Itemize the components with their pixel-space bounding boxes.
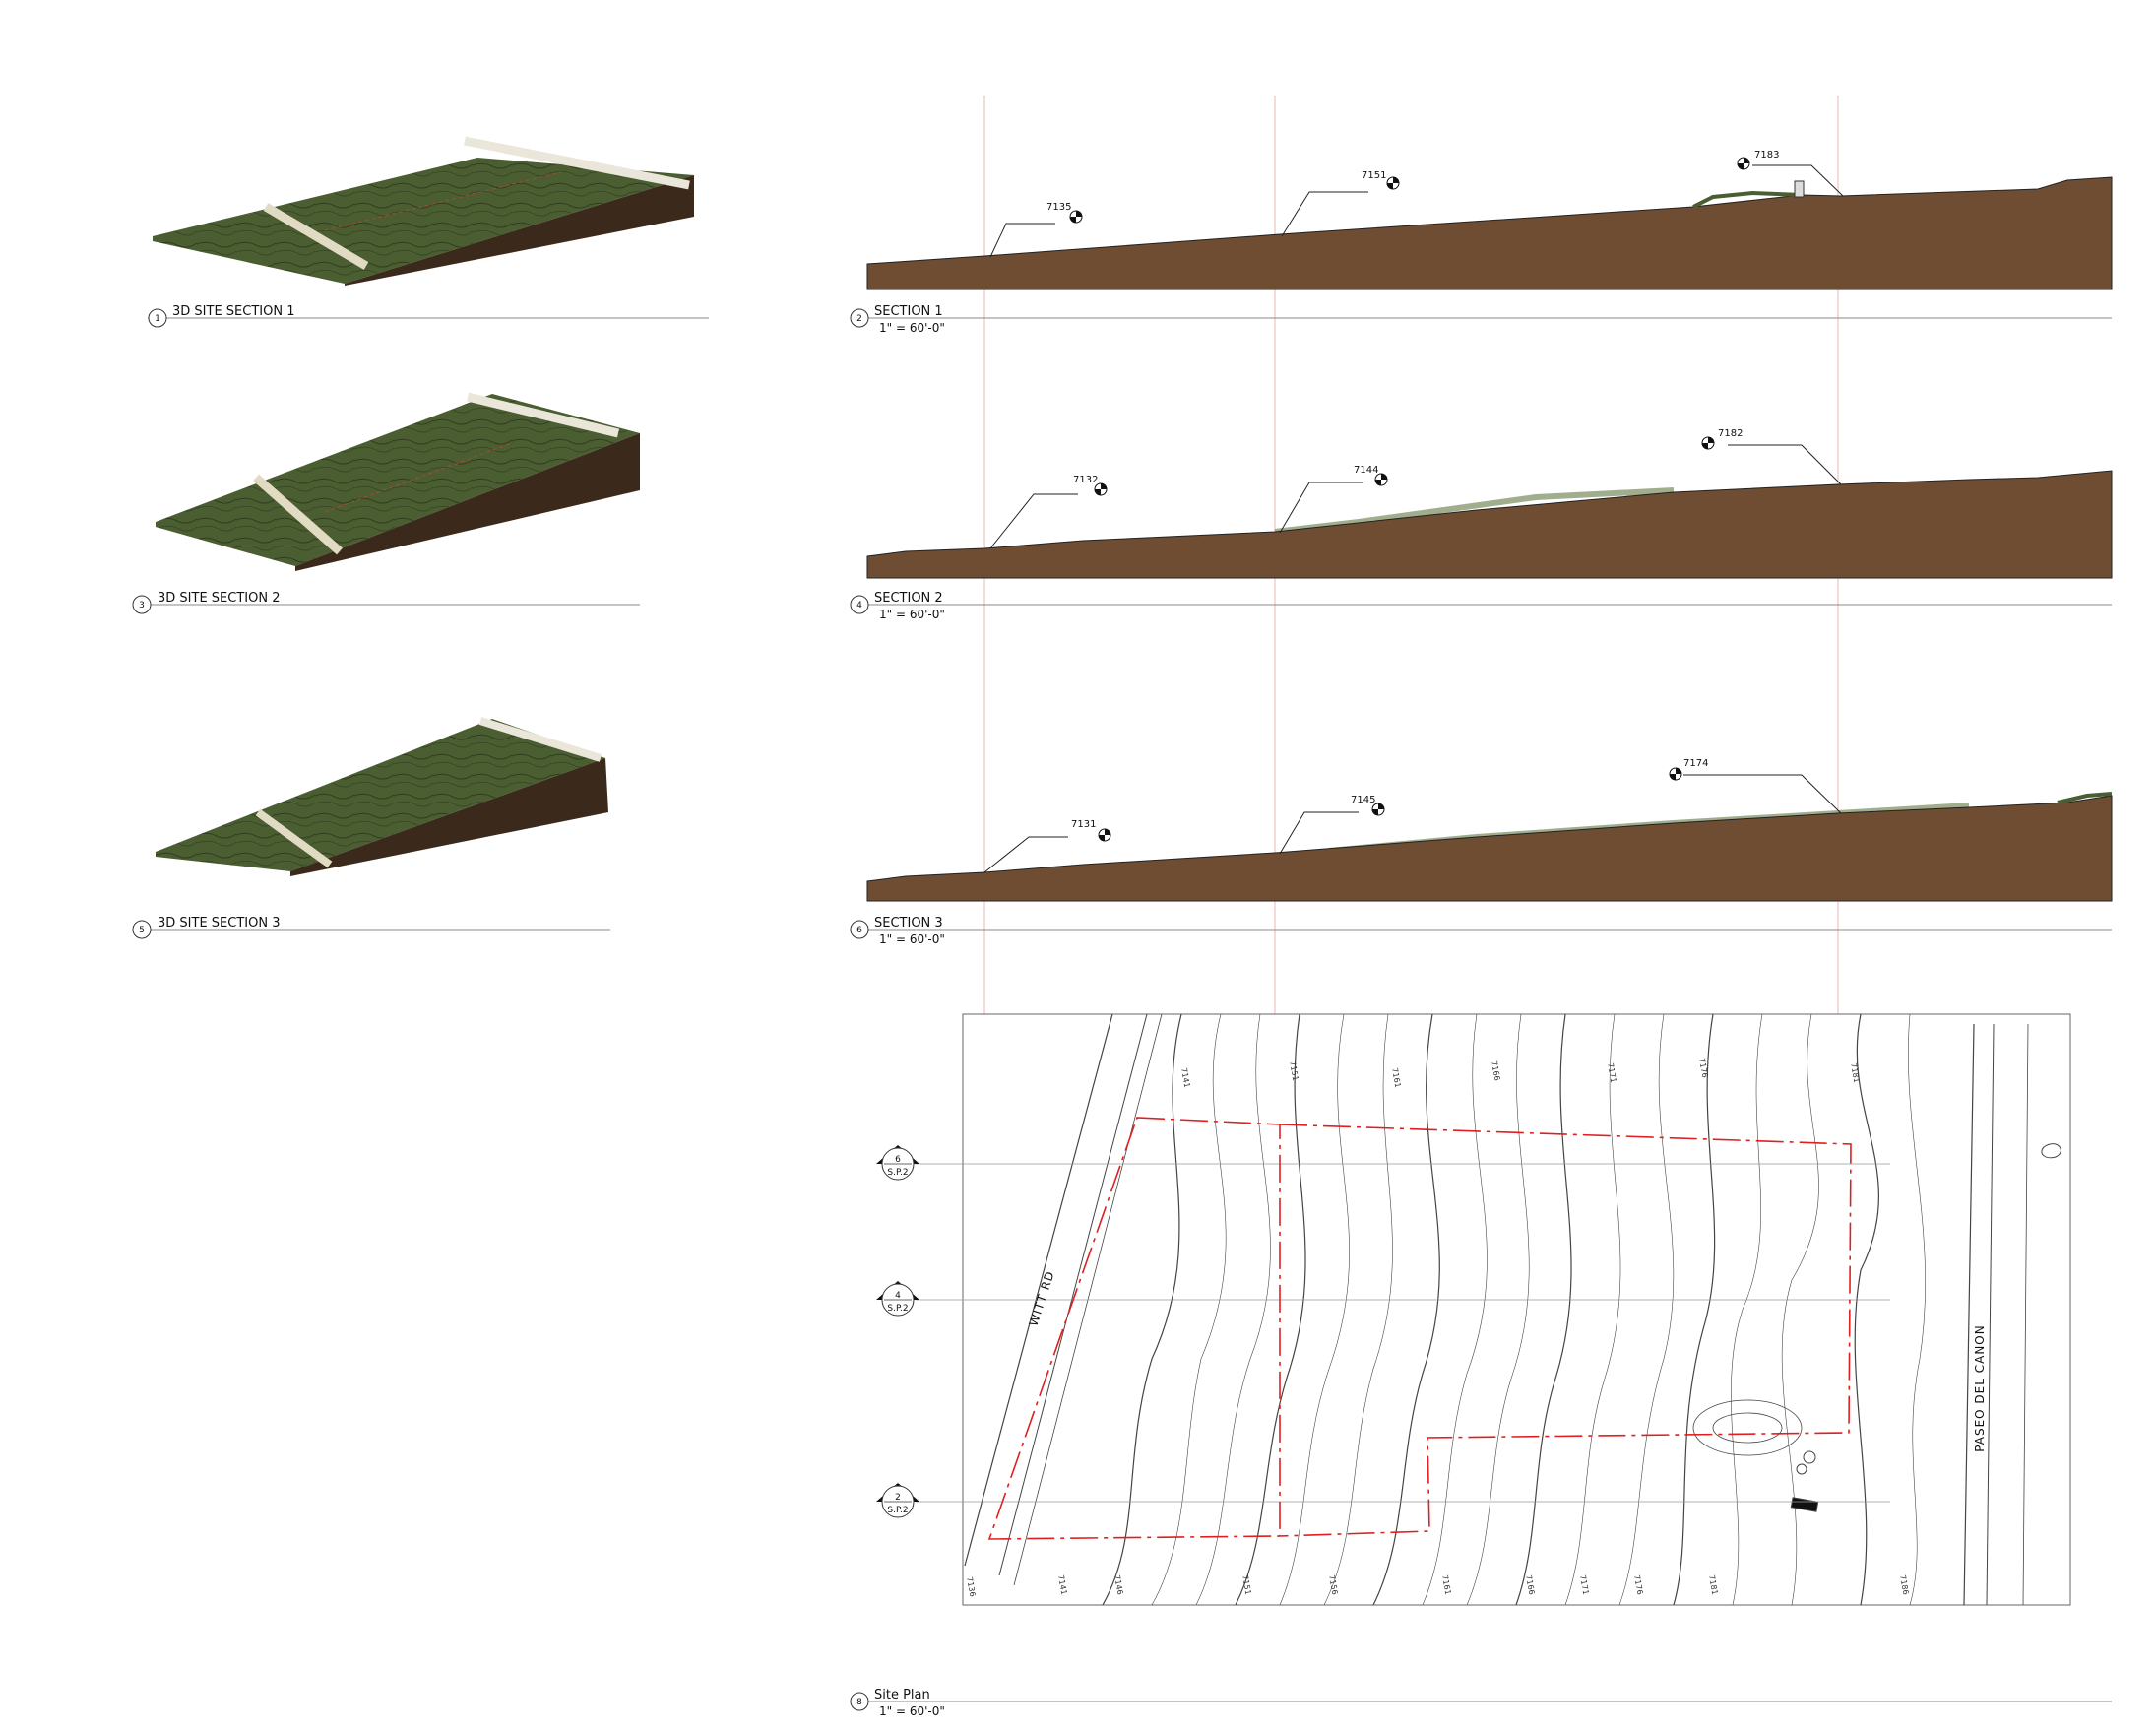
svg-text:7181: 7181	[1849, 1062, 1861, 1084]
svg-text:7135: 7135	[1046, 202, 1071, 213]
svg-text:7176: 7176	[1697, 1058, 1709, 1079]
view-number: 5	[139, 926, 145, 935]
view-number-bubble	[850, 595, 869, 614]
view-title: Site Plan	[874, 1688, 930, 1702]
svg-text:7146: 7146	[1112, 1574, 1124, 1596]
svg-text:4: 4	[895, 1291, 901, 1301]
view-title: 3D SITE SECTION 3	[158, 916, 280, 931]
svg-text:7151: 7151	[1362, 170, 1386, 181]
contour-labels-top: 7141 7151 7161 7166 7171 7176 7181	[1179, 1058, 1861, 1089]
svg-text:7131: 7131	[1071, 819, 1096, 830]
svg-text:7186: 7186	[1898, 1574, 1910, 1596]
view-number: 1	[155, 314, 160, 324]
svg-text:7181: 7181	[1707, 1574, 1719, 1596]
contour-lines	[964, 1014, 2061, 1605]
view-3d-site-section-3: 5 3D SITE SECTION 3	[132, 717, 610, 939]
property-line	[987, 1117, 1852, 1540]
road-label-east: PASEO DEL CANON	[1973, 1324, 1987, 1451]
view-number: 2	[856, 314, 862, 324]
section-marker-6[interactable]: 6 S.P.2	[876, 1145, 919, 1181]
elevation-callout: 7182	[1701, 428, 1842, 485]
svg-text:S.P.2: S.P.2	[887, 1304, 908, 1314]
svg-text:7141: 7141	[1056, 1574, 1068, 1596]
svg-text:7145: 7145	[1351, 795, 1375, 805]
view-3d-site-section-2: 3 3D SITE SECTION 2	[132, 392, 640, 614]
contour-labels-bottom: 7136 7141 7146 7151 7156 7161 7166 7171 …	[965, 1574, 1910, 1598]
section-soil	[866, 795, 2113, 902]
view-title: SECTION 1	[874, 304, 943, 319]
elevation-callout: 7145	[1279, 795, 1385, 855]
elevation-callout: 7135	[989, 202, 1083, 258]
view-section-2: 7132 7144 7182 4 SECTION 2 1" = 60'-0"	[850, 428, 2113, 621]
view-number-bubble	[132, 920, 152, 939]
svg-text:7171: 7171	[1606, 1062, 1617, 1084]
view-number: 8	[856, 1698, 862, 1707]
svg-text:S.P.2: S.P.2	[887, 1506, 908, 1515]
view-number: 3	[139, 601, 145, 610]
svg-text:7171: 7171	[1578, 1574, 1590, 1596]
view-section-1: 7135 7151 7183 2 SECTION 1 1" = 60'-0"	[850, 150, 2113, 335]
view-scale: 1" = 60'-0"	[879, 321, 945, 335]
svg-text:S.P.2: S.P.2	[887, 1168, 908, 1178]
svg-text:7166: 7166	[1490, 1060, 1501, 1082]
view-number-bubble	[850, 308, 869, 328]
view-number-bubble	[850, 920, 869, 939]
view-title: 3D SITE SECTION 1	[172, 304, 294, 319]
view-title: SECTION 2	[874, 591, 943, 606]
view-number: 4	[856, 601, 862, 610]
view-3d-site-section-1: 1 3D SITE SECTION 1	[148, 136, 709, 328]
section-marker-2[interactable]: 2 S.P.2	[876, 1483, 919, 1518]
svg-text:7151: 7151	[1240, 1574, 1252, 1596]
view-title: SECTION 3	[874, 916, 943, 931]
elevation-callout: 7183	[1737, 150, 1844, 197]
svg-text:7136: 7136	[965, 1576, 977, 1598]
view-scale: 1" = 60'-0"	[879, 608, 945, 621]
view-site-plan: WITT RD PASEO DEL CANON 7141 7151 7161 7…	[850, 1013, 2112, 1718]
view-scale: 1" = 60'-0"	[879, 1704, 945, 1718]
svg-text:6: 6	[895, 1155, 901, 1165]
svg-text:7176: 7176	[1632, 1574, 1644, 1596]
section-soil	[866, 176, 2113, 290]
view-number: 6	[856, 926, 862, 935]
site-plan-frame	[962, 1013, 2071, 1606]
svg-text:7183: 7183	[1754, 150, 1779, 161]
elevation-callout: 7131	[983, 819, 1111, 873]
svg-text:7132: 7132	[1073, 475, 1098, 485]
svg-text:7161: 7161	[1390, 1067, 1402, 1089]
view-scale: 1" = 60'-0"	[879, 932, 945, 946]
elevation-callout: 7174	[1669, 758, 1842, 814]
view-number-bubble	[148, 308, 167, 328]
svg-text:7141: 7141	[1179, 1067, 1191, 1089]
svg-text:7156: 7156	[1327, 1574, 1339, 1596]
elevation-callout: 7144	[1279, 465, 1388, 534]
elevation-callout: 7151	[1281, 170, 1400, 237]
view-number-bubble	[132, 595, 152, 614]
svg-text:7182: 7182	[1718, 428, 1743, 439]
svg-text:2: 2	[895, 1493, 901, 1503]
svg-text:7166: 7166	[1524, 1574, 1536, 1596]
section-soil	[866, 470, 2113, 579]
svg-text:7151: 7151	[1288, 1060, 1300, 1082]
elevation-callout: 7132	[989, 475, 1108, 549]
svg-text:7174: 7174	[1683, 758, 1708, 769]
view-section-3: 7131 7145 7174 6 SECTION 3 1" = 60'-0"	[850, 758, 2113, 946]
section-marker-4[interactable]: 4 S.P.2	[876, 1281, 919, 1317]
view-number-bubble	[850, 1692, 869, 1711]
svg-text:7161: 7161	[1440, 1574, 1452, 1596]
view-title: 3D SITE SECTION 2	[158, 591, 280, 606]
svg-text:7144: 7144	[1354, 465, 1378, 476]
